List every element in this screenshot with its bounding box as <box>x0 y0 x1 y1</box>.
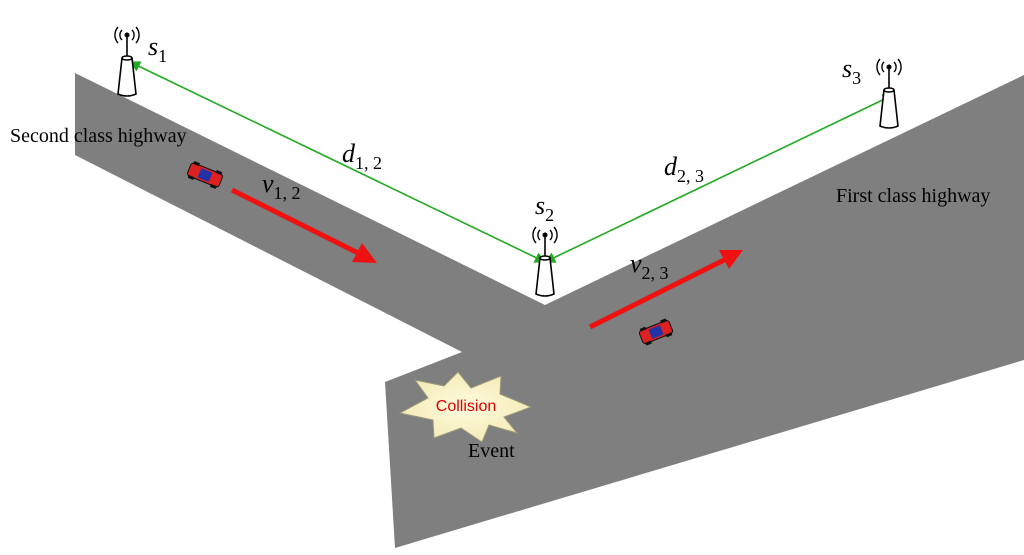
velocity-arrow-v12 <box>230 187 377 263</box>
link-s1-s2 <box>128 61 547 263</box>
sensor-s3-tower-icon <box>876 58 902 129</box>
sensor-s2-tower-icon <box>532 226 558 297</box>
collision-burst-icon <box>398 371 533 443</box>
link-s2-s3 <box>543 94 895 263</box>
velocity-v23-label: v2, 3 <box>630 249 669 283</box>
second-class-highway-road <box>75 73 1024 548</box>
sensor-s1-label: s1 <box>148 32 167 66</box>
car-icon-second-highway <box>187 161 223 189</box>
collision-label: Collision <box>436 398 496 415</box>
second-class-highway-label: Second class highway <box>10 125 187 147</box>
velocity-v12-label: v1, 2 <box>262 169 301 203</box>
first-class-highway-label: First class highway <box>836 185 990 207</box>
sensor-s3-label: s3 <box>842 54 861 88</box>
distance-d12-label: d1, 2 <box>342 139 382 173</box>
sensor-s2-label: s2 <box>535 191 554 225</box>
car-icon-first-highway <box>638 318 674 346</box>
sensor-s1-tower-icon <box>114 26 140 97</box>
velocity-arrow-v23 <box>588 250 743 330</box>
event-caption: Event <box>468 440 515 462</box>
distance-d23-label: d2, 3 <box>664 152 704 186</box>
